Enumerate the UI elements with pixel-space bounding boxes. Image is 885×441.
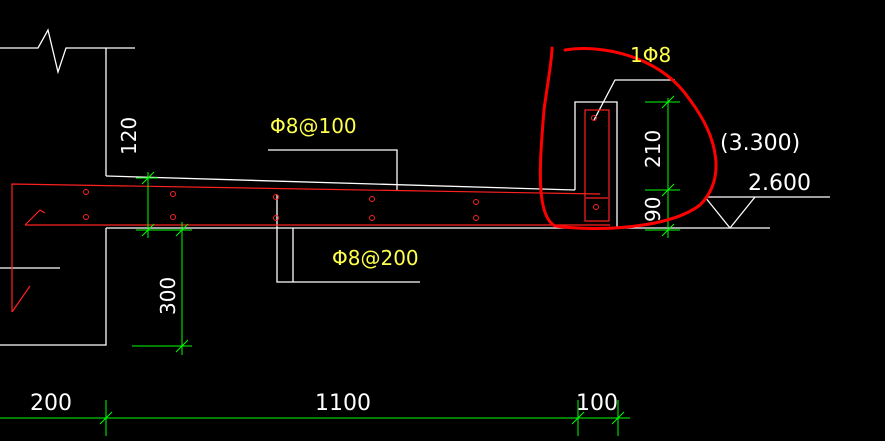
rebar-dot <box>369 215 375 221</box>
rebar-corner-label: 1Φ8 <box>630 43 671 67</box>
dim-tick <box>661 223 675 237</box>
dim-300-label: 300 <box>156 277 180 315</box>
rebar-dot <box>369 196 375 202</box>
dim-90-label: 90 <box>641 197 665 222</box>
leader-top-rebar <box>268 149 398 190</box>
dimension-lines <box>0 95 680 436</box>
structure-outline <box>0 28 830 346</box>
elevation-2600-label: 2.600 <box>748 171 811 196</box>
rebar-edge-stirrup <box>584 109 610 222</box>
annotation-freehand-loop <box>538 46 718 230</box>
rebar-dots <box>83 115 599 221</box>
edge-upturn <box>574 101 618 227</box>
rebar-dot <box>593 204 599 210</box>
dim-tick <box>175 223 189 237</box>
dim-1100-label: 1100 <box>315 391 371 416</box>
rebar-dot <box>170 214 176 220</box>
dim-tick <box>661 95 675 109</box>
rebar-top-bar <box>11 183 601 312</box>
rebar-bottom-label: Φ8@200 <box>332 246 419 270</box>
rebar-dot <box>170 191 176 197</box>
lower-wall <box>0 228 107 346</box>
dim-200-label: 200 <box>30 391 72 416</box>
rebar-top-label: Φ8@100 <box>270 114 357 138</box>
dim-tick <box>141 171 155 185</box>
leader-corner-bar <box>593 79 675 121</box>
dim-120-label: 120 <box>117 117 141 155</box>
dim-tick <box>99 411 113 425</box>
elevation-3300-label: (3.300) <box>720 131 800 156</box>
rebar-dot <box>591 115 597 121</box>
dim-tick <box>661 183 675 197</box>
rebar-dot <box>273 215 279 221</box>
rebar-left-diagonal <box>11 285 31 313</box>
rebar-edge-hook <box>24 209 46 226</box>
leader-bottom-rebar <box>276 195 420 283</box>
rebar-dot <box>83 189 89 195</box>
rebar-lines <box>11 109 610 313</box>
rebar-dot <box>273 194 279 200</box>
rebar-dot <box>473 215 479 221</box>
rebar-dot <box>473 199 479 205</box>
level-triangle <box>704 196 756 230</box>
dim-tick <box>141 223 155 237</box>
rebar-dot <box>83 214 89 220</box>
dim-tick <box>571 411 585 425</box>
slab-top-line <box>105 175 576 191</box>
dim-100-label: 100 <box>576 391 618 416</box>
top-wall-breakline <box>0 28 135 75</box>
dim-tick <box>611 411 625 425</box>
dim-tick <box>175 339 189 353</box>
dim-210-label: 210 <box>641 130 665 168</box>
